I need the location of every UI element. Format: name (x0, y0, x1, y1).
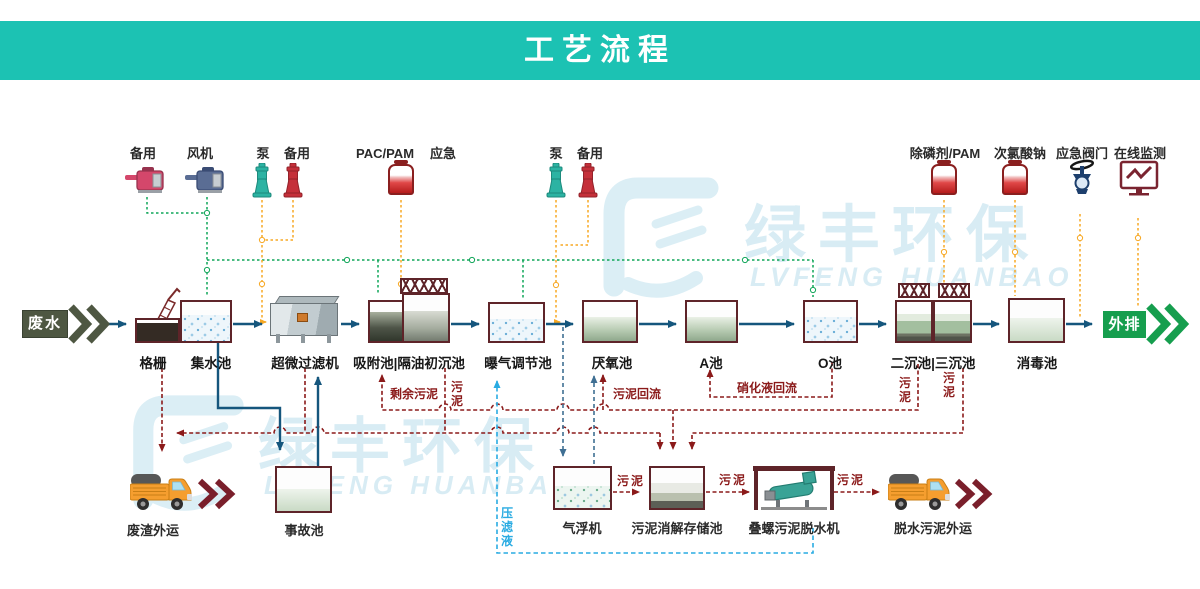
pump-icon (252, 163, 272, 198)
tank-o (803, 300, 858, 343)
ultra-filter-machine-icon (270, 296, 340, 344)
tank-daf (553, 466, 612, 510)
label-pump1-standby: 备用 (283, 146, 311, 161)
label-pump2-standby: 备用 (576, 146, 604, 161)
standby-blower-icon (125, 167, 164, 193)
label-blower-standby: 备用 (129, 146, 157, 161)
label-pump1: 泵 (256, 146, 270, 161)
label-waste-truck: 废渣外运 (126, 523, 180, 538)
label-nitrified-return: 硝化液回流 (737, 381, 798, 395)
sludge-truck-icon (888, 474, 950, 510)
tank-adsorption (368, 300, 404, 343)
label-naclo: 次氯酸钠 (993, 146, 1047, 161)
tank-aeration-regulating (488, 302, 545, 343)
label-sludge: 污泥 (719, 473, 748, 487)
standby-pump-icon (578, 163, 598, 198)
outlet-chevrons-icon (1146, 303, 1190, 345)
label-blower: 风机 (186, 146, 214, 161)
label-daf: 气浮机 (562, 521, 602, 536)
label-sludge-storage: 污泥消解存储池 (631, 521, 723, 536)
label-accident-tank: 事故池 (284, 523, 324, 538)
truss-icon (898, 283, 930, 298)
tank-tertiary-settling (933, 300, 972, 343)
page-title: 工艺流程 (524, 34, 676, 67)
tank-anaerobic (582, 300, 638, 343)
blower-icon (185, 167, 224, 193)
pac-pam-tank-icon (388, 160, 414, 195)
truss-icon (400, 278, 448, 294)
tank-accident (275, 466, 332, 513)
label-dewatered-truck: 脱水污泥外运 (893, 521, 973, 536)
inlet-chevrons-icon (68, 304, 111, 344)
label-o-tank: O池 (817, 356, 843, 371)
label-dewaterer: 叠螺污泥脱水机 (748, 521, 840, 536)
tank-disinfection (1008, 298, 1065, 343)
outlet-sign: 外排 (1103, 311, 1146, 338)
truss-icon (938, 283, 970, 298)
label-pump2: 泵 (549, 146, 563, 161)
tank-grid-screen (135, 318, 180, 343)
label-adsorption-oil-tank: 吸附池|隔油初沉池 (353, 356, 465, 371)
label-filtrate: 压滤液 (500, 506, 513, 549)
waste-truck-icon (130, 474, 192, 510)
label-ultra-filter: 超微过滤机 (271, 356, 339, 371)
label-disinfection-tank: 消毒池 (1016, 356, 1058, 371)
label-settling-tanks: 二沉池|三沉池 (890, 356, 976, 371)
label-anaerobic-tank: 厌氧池 (591, 356, 633, 371)
label-online-monitor: 在线监测 (1113, 146, 1167, 161)
label-tank-grid: 格栅 (139, 356, 167, 371)
truck-chevrons-icon (197, 478, 993, 510)
label-surplus-sludge: 剩余污泥 (390, 387, 439, 401)
emergency-valve-icon (1069, 159, 1095, 194)
phosphorus-remover-tank-icon (931, 160, 957, 195)
pump-icon (546, 163, 566, 198)
naclo-tank-icon (1002, 160, 1028, 195)
inlet-sign: 废水 (22, 310, 68, 338)
label-sludge-return: 污泥回流 (613, 387, 662, 401)
tank-collecting (180, 300, 232, 343)
label-aeration-tank: 曝气调节池 (484, 356, 552, 371)
standby-pump-icon (283, 163, 303, 198)
label-tank-collecting: 集水池 (190, 356, 232, 371)
banner: 工艺流程 (0, 21, 1200, 80)
label-sludge: 污泥 (617, 474, 646, 488)
label-sludge-vertical: 污泥 (898, 376, 911, 405)
label-emergency-valve: 应急阀门 (1055, 146, 1109, 161)
label-sludge: 污泥 (837, 473, 866, 487)
label-phosphorus-remover: 除磷剂/PAM (909, 146, 981, 161)
tank-a (685, 300, 738, 343)
tank-sludge-storage (649, 466, 705, 510)
online-monitor-icon (1119, 160, 1159, 196)
label-a-tank: A池 (699, 356, 723, 371)
watermark-text-cn: 绿丰环保 (744, 201, 1041, 270)
tank-secondary-settling (895, 300, 933, 343)
screw-dewaterer-icon (753, 466, 835, 510)
label-sludge-vertical: 污泥 (450, 380, 463, 409)
tank-oil-separation (402, 293, 450, 343)
label-sludge-vertical: 污泥 (942, 371, 955, 400)
watermark-logo (603, 177, 719, 298)
